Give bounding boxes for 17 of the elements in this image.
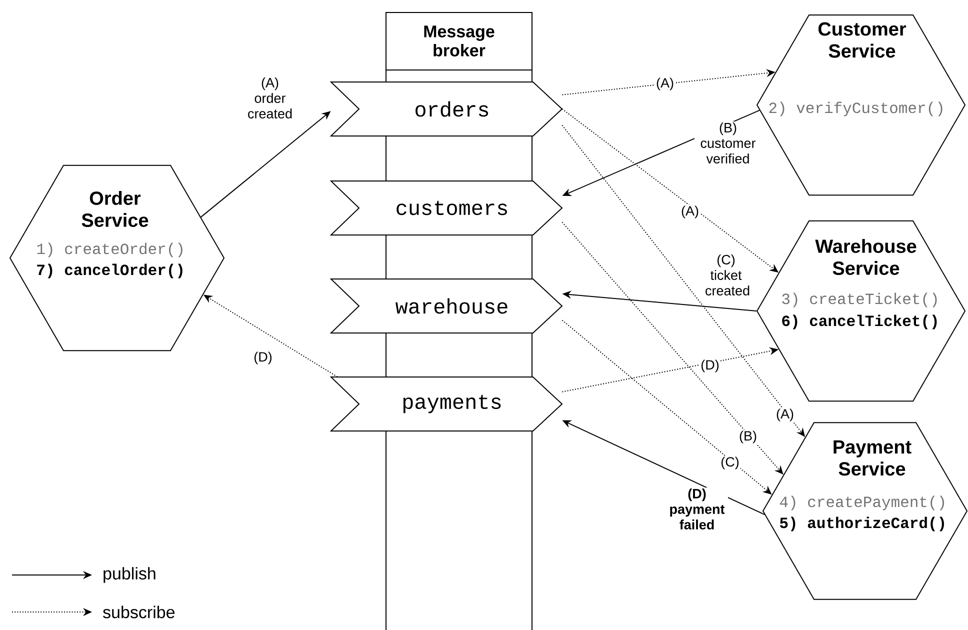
edge-label: (D) [700, 358, 720, 374]
topic-chevron: payments [330, 376, 563, 432]
topic-chevron: customers [330, 180, 563, 236]
edge-label: (D) payment failed [666, 488, 728, 530]
edge-label: (C) [720, 456, 740, 470]
edge-label: (B) [738, 430, 758, 444]
edge-label: (D) [252, 350, 274, 366]
topic-chevron: orders [330, 82, 563, 136]
edge-label: (A) [775, 408, 795, 422]
legend-label: subscribe [103, 606, 175, 618]
edge-label: (A) [655, 76, 675, 92]
topic-chevron: warehouse [330, 278, 563, 334]
edge-label: (B) customer verified [694, 122, 762, 164]
legend-label: publish [104, 567, 156, 583]
edge-label: (A) order created [244, 76, 296, 120]
edge-label: (C) ticket created [704, 254, 750, 296]
edge-label: (A) [680, 204, 700, 220]
